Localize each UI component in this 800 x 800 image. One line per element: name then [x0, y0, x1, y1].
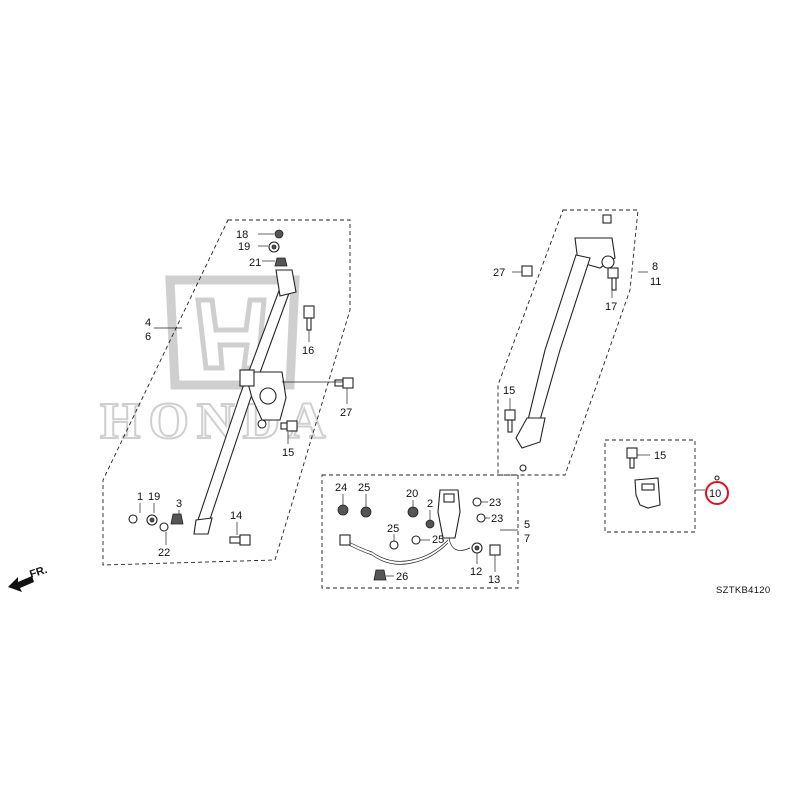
buckle-leader-lines — [342, 494, 518, 577]
callout-3: 3 — [176, 498, 182, 510]
callout-1: 1 — [137, 491, 143, 503]
callout-5: 5 — [524, 519, 530, 531]
callout-14: 14 — [230, 510, 242, 522]
group-box-rear-belt — [497, 209, 639, 476]
front-belt-upper-anchor — [275, 269, 297, 297]
cover-leader-lines — [637, 454, 705, 491]
callout-25: 25 — [387, 523, 399, 535]
watermark-text: HONDA — [100, 393, 334, 450]
callout-17: 17 — [605, 301, 617, 313]
bolt-16-icon — [303, 305, 315, 331]
callout-13: 13 — [488, 574, 500, 586]
callout-4: 4 — [145, 317, 151, 329]
group-box-cover — [604, 439, 696, 533]
callout-23: 23 — [489, 497, 501, 509]
callout-2: 2 — [427, 498, 433, 510]
callout-21: 21 — [249, 257, 261, 269]
front-hardware — [128, 229, 354, 546]
callout-8: 8 — [652, 261, 658, 273]
callout-25: 25 — [432, 534, 444, 546]
callout-27: 27 — [493, 267, 505, 279]
callout-27: 27 — [340, 407, 352, 419]
callout-18: 18 — [236, 229, 248, 241]
cover-assembly — [626, 447, 720, 509]
callout-10: 10 — [709, 488, 721, 500]
callout-6: 6 — [145, 331, 151, 343]
front-retractor — [239, 369, 287, 429]
bolt-14-icon — [229, 534, 251, 546]
front-direction-arrow: FR. — [8, 564, 49, 592]
callout-12: 12 — [470, 566, 482, 578]
callout-20: 20 — [406, 488, 418, 500]
bolt-27-icon — [334, 377, 354, 389]
front-lower-anchor — [193, 517, 213, 535]
group-box-buckle — [321, 474, 519, 589]
front-label: FR. — [28, 564, 49, 581]
callout-7: 7 — [524, 533, 530, 545]
callout-15: 15 — [503, 385, 515, 397]
callout-24: 24 — [335, 482, 347, 494]
callout-15: 15 — [282, 447, 294, 459]
honda-logo-watermark: HONDA — [99, 275, 334, 451]
diagram-code: SZTKB4120 — [716, 585, 770, 596]
front-leader-lines — [139, 233, 348, 545]
callout-23: 23 — [491, 513, 503, 525]
callout-11: 11 — [650, 276, 661, 288]
callout-26: 26 — [396, 571, 408, 583]
callout-25: 25 — [358, 482, 370, 494]
rear-belt-assembly — [504, 214, 619, 472]
bolt-15-icon — [280, 420, 298, 432]
highlight-circle — [705, 481, 729, 505]
buckle-assembly — [337, 489, 501, 581]
rear-leader-lines — [509, 271, 648, 410]
group-box-front-belt — [102, 219, 351, 566]
callout-labels: 18 19 21 4 6 16 27 15 1 19 3 22 14 24 25… — [137, 229, 729, 586]
callout-15: 15 — [654, 450, 666, 462]
callout-19: 19 — [238, 241, 250, 253]
callout-19: 19 — [148, 491, 160, 503]
callout-16: 16 — [302, 345, 314, 357]
callout-22: 22 — [158, 547, 170, 559]
